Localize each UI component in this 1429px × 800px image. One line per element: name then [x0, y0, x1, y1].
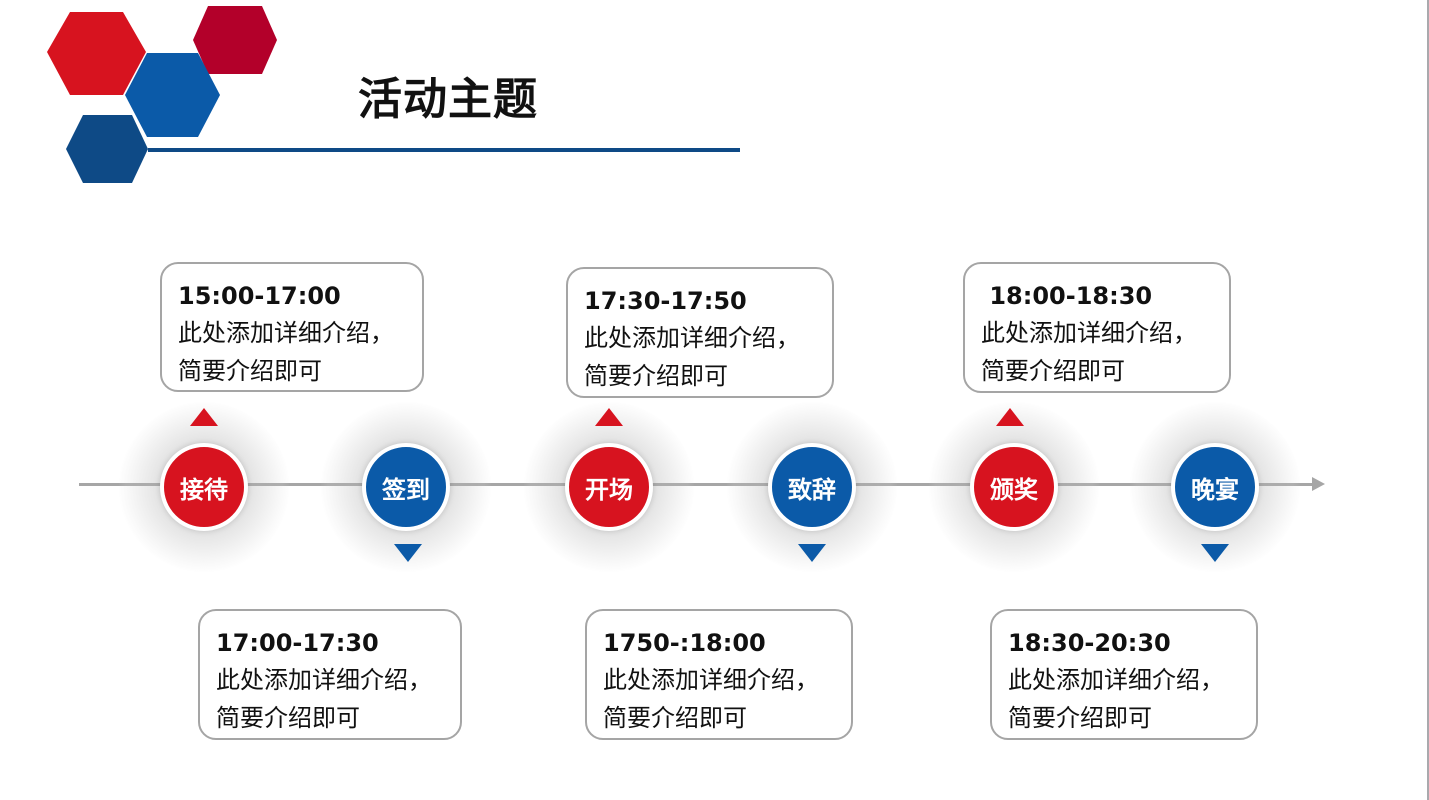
card-time: 18:30-20:30 — [1008, 629, 1171, 657]
node-label: 签到 — [382, 475, 430, 504]
triangle-down-icon — [1201, 544, 1229, 562]
node-label: 晚宴 — [1191, 475, 1239, 504]
timeline-node-checkin[interactable]: 签到 — [362, 443, 450, 531]
timeline-node-speech[interactable]: 致辞 — [768, 443, 856, 531]
dark-red-hexagon — [193, 6, 277, 74]
node-label: 颁奖 — [990, 475, 1038, 504]
timeline-node-reception[interactable]: 接待 — [160, 443, 248, 531]
card-desc-line1: 此处添加详细介绍， — [178, 319, 394, 347]
red-hexagon — [47, 12, 146, 95]
card-desc-line2: 简要介绍即可 — [216, 704, 360, 732]
card-desc-line2: 简要介绍即可 — [584, 362, 728, 390]
page-title: 活动主题 — [358, 74, 538, 125]
triangle-down-icon — [798, 544, 826, 562]
card-desc-line2: 简要介绍即可 — [178, 357, 322, 385]
schedule-card: 17:00-17:30 此处添加详细介绍， 简要介绍即可 — [198, 609, 462, 740]
card-desc-line1: 此处添加详细介绍， — [584, 324, 800, 352]
triangle-up-icon — [595, 408, 623, 426]
schedule-card: 18:30-20:30 此处添加详细介绍， 简要介绍即可 — [990, 609, 1258, 740]
timeline-node-banquet[interactable]: 晚宴 — [1171, 443, 1259, 531]
card-time: 18:00-18:30 — [981, 282, 1153, 310]
card-desc-line2: 简要介绍即可 — [1008, 704, 1152, 732]
timeline-axis — [79, 483, 1315, 486]
node-label: 开场 — [585, 475, 633, 504]
node-label: 接待 — [180, 475, 228, 504]
slide-edge-divider — [1427, 0, 1429, 800]
card-time: 17:30-17:50 — [584, 287, 747, 315]
blue-hexagon — [125, 53, 220, 137]
triangle-up-icon — [996, 408, 1024, 426]
card-desc-line1: 此处添加详细介绍， — [1008, 666, 1224, 694]
hexagon-logo-decoration — [47, 6, 277, 183]
schedule-card: 15:00-17:00 此处添加详细介绍， 简要介绍即可 — [160, 262, 424, 392]
card-time: 1750-:18:00 — [603, 629, 766, 657]
timeline-node-opening[interactable]: 开场 — [565, 443, 653, 531]
triangle-down-icon — [394, 544, 422, 562]
card-desc-line1: 此处添加详细介绍， — [216, 666, 432, 694]
card-time: 15:00-17:00 — [178, 282, 341, 310]
schedule-card: 1750-:18:00 此处添加详细介绍， 简要介绍即可 — [585, 609, 853, 740]
card-desc-line2: 简要介绍即可 — [603, 704, 747, 732]
schedule-card: 18:00-18:30 此处添加详细介绍， 简要介绍即可 — [963, 262, 1231, 393]
card-time: 17:00-17:30 — [216, 629, 379, 657]
schedule-card: 17:30-17:50 此处添加详细介绍， 简要介绍即可 — [566, 267, 834, 398]
card-desc-line2: 简要介绍即可 — [981, 357, 1125, 385]
arrow-right-icon — [1312, 477, 1325, 491]
card-desc-line1: 此处添加详细介绍， — [603, 666, 819, 694]
node-label: 致辞 — [788, 475, 836, 504]
title-underline — [148, 148, 740, 152]
timeline-node-awards[interactable]: 颁奖 — [970, 443, 1058, 531]
triangle-up-icon — [190, 408, 218, 426]
card-desc-line1: 此处添加详细介绍， — [981, 319, 1197, 347]
navy-hexagon — [66, 115, 148, 183]
